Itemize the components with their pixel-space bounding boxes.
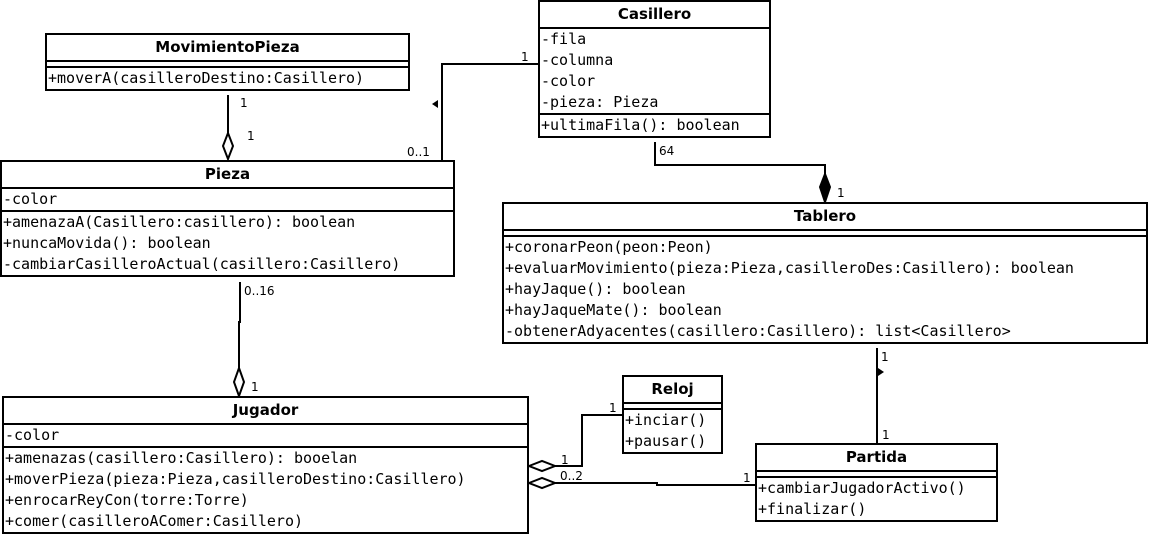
attributes-section: [624, 404, 721, 410]
class-name: Casillero: [540, 2, 769, 29]
methods-section: +amenazas(casillero:Casillero): booelan …: [4, 448, 527, 532]
aggregation-diamond-pieza: [221, 130, 235, 162]
class-pieza: Pieza -color +amenazaA(Casillero:casille…: [0, 160, 455, 277]
direction-arrow-left: [432, 100, 438, 108]
method: +coronarPeon(peon:Peon): [505, 238, 713, 256]
attribute: -color: [3, 190, 58, 208]
multiplicity-label: 64: [659, 144, 675, 158]
composition-diamond-tablero: [818, 171, 832, 206]
method: -cambiarCasilleroActual(casillero:Casill…: [3, 255, 401, 273]
multiplicity-label: 1: [247, 129, 255, 143]
attributes-section: -color: [2, 189, 453, 212]
methods-section: +inciar() +pausar(): [624, 410, 721, 452]
association-pieza-jugador: [238, 282, 241, 368]
multiplicity-label: 0..1: [407, 145, 430, 159]
association-reloj-jugador: [555, 414, 622, 467]
association-partida-jugador: [555, 482, 755, 486]
class-name: Partida: [757, 445, 996, 472]
attributes-section: [757, 472, 996, 478]
class-movimiento-pieza: MovimientoPieza +moverA(casilleroDestino…: [45, 33, 410, 91]
methods-section: +cambiarJugadorActivo() +finalizar(): [757, 478, 996, 520]
method: +enrocarReyCon(torre:Torre): [5, 491, 249, 509]
method: -obtenerAdyacentes(casillero:Casillero):…: [505, 322, 1011, 340]
method: +amenazas(casillero:Casillero): booelan: [5, 449, 358, 467]
method: +finalizar(): [758, 500, 867, 518]
methods-section: +ultimaFila(): boolean: [540, 115, 769, 136]
association-casillero-pieza: [441, 63, 538, 160]
multiplicity-label: 1: [251, 380, 259, 394]
multiplicity-label: 1: [837, 186, 845, 200]
direction-arrow-down: [878, 368, 884, 376]
class-jugador: Jugador -color +amenazas(casillero:Casil…: [2, 396, 529, 534]
attribute: -color: [541, 72, 596, 90]
attributes-section: -fila -columna -color -pieza: Pieza: [540, 29, 769, 115]
methods-section: +moverA(casilleroDestino:Casillero): [47, 68, 408, 89]
multiplicity-label: 1: [743, 471, 751, 485]
multiplicity-label: 1: [561, 453, 569, 467]
class-name: Tablero: [504, 204, 1146, 231]
multiplicity-label: 1: [609, 401, 617, 415]
method: +moverPieza(pieza:Pieza,casilleroDestino…: [5, 470, 466, 488]
attribute: -pieza: Pieza: [541, 93, 659, 111]
aggregation-diamond-jugador: [232, 365, 246, 399]
multiplicity-label: 1: [882, 428, 890, 442]
method: +pausar(): [625, 432, 707, 450]
class-name: Reloj: [624, 377, 721, 404]
attributes-section: [47, 62, 408, 68]
method: +amenazaA(Casillero:casillero): boolean: [3, 213, 356, 231]
association-casillero-tablero: [654, 142, 826, 174]
attributes-section: -color: [4, 425, 527, 448]
class-partida: Partida +cambiarJugadorActivo() +finaliz…: [755, 443, 998, 522]
multiplicity-label: 0..2: [560, 469, 583, 483]
class-tablero: Tablero +coronarPeon(peon:Peon) +evaluar…: [502, 202, 1148, 344]
attributes-section: [504, 231, 1146, 237]
methods-section: +amenazaA(Casillero:casillero): boolean …: [2, 212, 453, 275]
method: +hayJaque(): boolean: [505, 280, 686, 298]
method: +hayJaqueMate(): boolean: [505, 301, 722, 319]
method: +cambiarJugadorActivo(): [758, 479, 966, 497]
attribute: -columna: [541, 51, 614, 69]
attribute: -color: [5, 426, 60, 444]
method: +inciar(): [625, 411, 707, 429]
class-name: MovimientoPieza: [47, 35, 408, 62]
method: +moverA(casilleroDestino:Casillero): [48, 69, 365, 87]
class-reloj: Reloj +inciar() +pausar(): [622, 375, 723, 454]
method: +comer(casilleroAComer:Casillero): [5, 512, 304, 530]
multiplicity-label: 1: [240, 96, 248, 110]
methods-section: +coronarPeon(peon:Peon) +evaluarMovimien…: [504, 237, 1146, 342]
multiplicity-label: 0..16: [244, 284, 275, 298]
multiplicity-label: 1: [881, 350, 889, 364]
class-name: Jugador: [4, 398, 527, 425]
method: +ultimaFila(): boolean: [541, 116, 740, 134]
attribute: -fila: [541, 30, 587, 48]
class-casillero: Casillero -fila -columna -color -pieza: …: [538, 0, 771, 138]
class-name: Pieza: [2, 162, 453, 189]
multiplicity-label: 1: [521, 50, 529, 64]
aggregation-diamond-reloj: [526, 459, 558, 473]
method: +nuncaMovida(): boolean: [3, 234, 211, 252]
aggregation-diamond-partida: [526, 476, 558, 490]
method: +evaluarMovimiento(pieza:Pieza,casillero…: [505, 259, 1074, 277]
